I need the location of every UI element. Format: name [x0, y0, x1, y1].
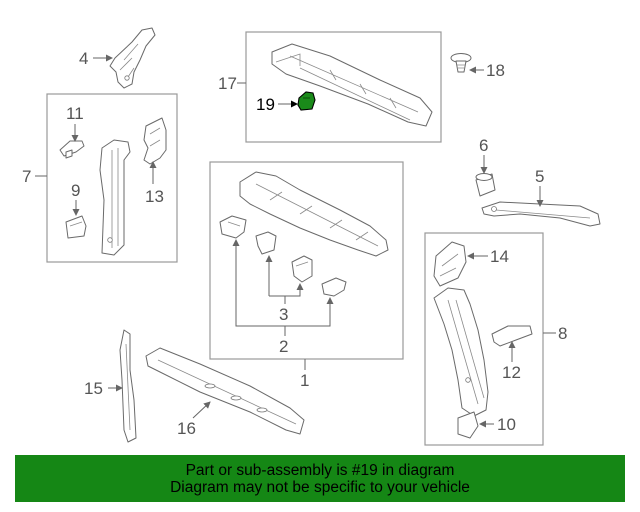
- part-11-clip[interactable]: [59, 140, 85, 159]
- part-3-bracket-d[interactable]: [321, 277, 347, 297]
- part-5-support-bar[interactable]: [481, 201, 601, 227]
- callout-10: 10: [497, 415, 516, 434]
- part-7-support[interactable]: [99, 139, 131, 256]
- callout-16: 16: [177, 419, 196, 438]
- part-1-upper-support[interactable]: [239, 171, 389, 257]
- info-banner: Part or sub-assembly is #19 in diagram D…: [15, 455, 625, 502]
- callout-18: 18: [486, 61, 505, 80]
- part-14-bracket[interactable]: [433, 241, 467, 287]
- group-box-1: [209, 161, 404, 360]
- part-9-block[interactable]: [65, 215, 87, 239]
- part-3-bracket-a[interactable]: [219, 215, 247, 239]
- callout-7: 7: [22, 167, 31, 186]
- callout-14: 14: [490, 247, 509, 266]
- part-13-bracket[interactable]: [143, 117, 167, 165]
- part-17-seal[interactable]: [271, 43, 433, 127]
- callout-1: 1: [300, 371, 309, 390]
- callout-2: 2: [279, 337, 288, 356]
- callout-11: 11: [66, 104, 84, 123]
- part-3-bracket-b[interactable]: [255, 231, 277, 255]
- callout-12: 12: [502, 363, 521, 382]
- part-6-cushion[interactable]: [475, 173, 496, 197]
- part-19-clip[interactable]: [297, 91, 316, 111]
- part-18-clip[interactable]: [450, 53, 472, 73]
- part-3-bracket-c[interactable]: [291, 255, 313, 283]
- callout-4: 4: [79, 49, 88, 68]
- callout-13: 13: [145, 187, 164, 206]
- part-8-side-support[interactable]: [433, 287, 489, 417]
- part-16-tie-bar[interactable]: [145, 347, 305, 435]
- banner-line-part: Part or sub-assembly is #19 in diagram: [185, 462, 455, 479]
- banner-line-disclaimer: Diagram may not be specific to your vehi…: [170, 479, 470, 496]
- part-4-bracket[interactable]: [109, 27, 156, 89]
- callout-15: 15: [84, 379, 103, 398]
- callout-9: 9: [71, 181, 80, 200]
- callout-19: 19: [256, 95, 275, 114]
- part-10-clip[interactable]: [457, 411, 479, 439]
- callout-17: 17: [218, 74, 237, 93]
- part-12-bracket[interactable]: [491, 325, 533, 347]
- group-box-8: [424, 232, 544, 446]
- group-box-7: [46, 93, 178, 263]
- callout-3: 3: [279, 305, 288, 324]
- callout-6: 6: [479, 136, 488, 155]
- leader-lines: [35, 54, 556, 428]
- parts-diagram: 4 17 19 18 11 7 13 9 6 5 14 8 3 2 12 1 1…: [22, 27, 601, 446]
- callout-5: 5: [535, 167, 544, 186]
- part-15-bar[interactable]: [119, 329, 137, 443]
- group-box-17: [245, 31, 442, 143]
- callout-8: 8: [558, 324, 567, 343]
